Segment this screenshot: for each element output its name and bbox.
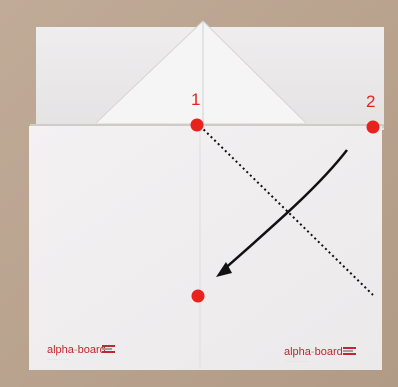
- brand-mark-icon: [102, 345, 115, 355]
- brand-logo-left: alpha-board: [47, 345, 106, 356]
- brand-text-a: alpha: [47, 344, 74, 356]
- marker-point-1: [191, 119, 204, 132]
- front-sheet: [29, 126, 382, 370]
- point-2-label: 2: [366, 93, 375, 110]
- brand-logo-right: alpha-board: [284, 347, 343, 358]
- marker-point-2: [367, 121, 380, 134]
- brand-text-a: alpha: [284, 346, 311, 358]
- marker-point-center: [192, 290, 205, 303]
- brand-text-b: board: [315, 346, 343, 358]
- brand-mark-icon: [343, 347, 356, 357]
- brand-tagline-right: ··········· ··········: [286, 360, 308, 363]
- point-1-label: 1: [191, 91, 200, 108]
- brand-tagline-left: ··········· ··········: [47, 358, 69, 361]
